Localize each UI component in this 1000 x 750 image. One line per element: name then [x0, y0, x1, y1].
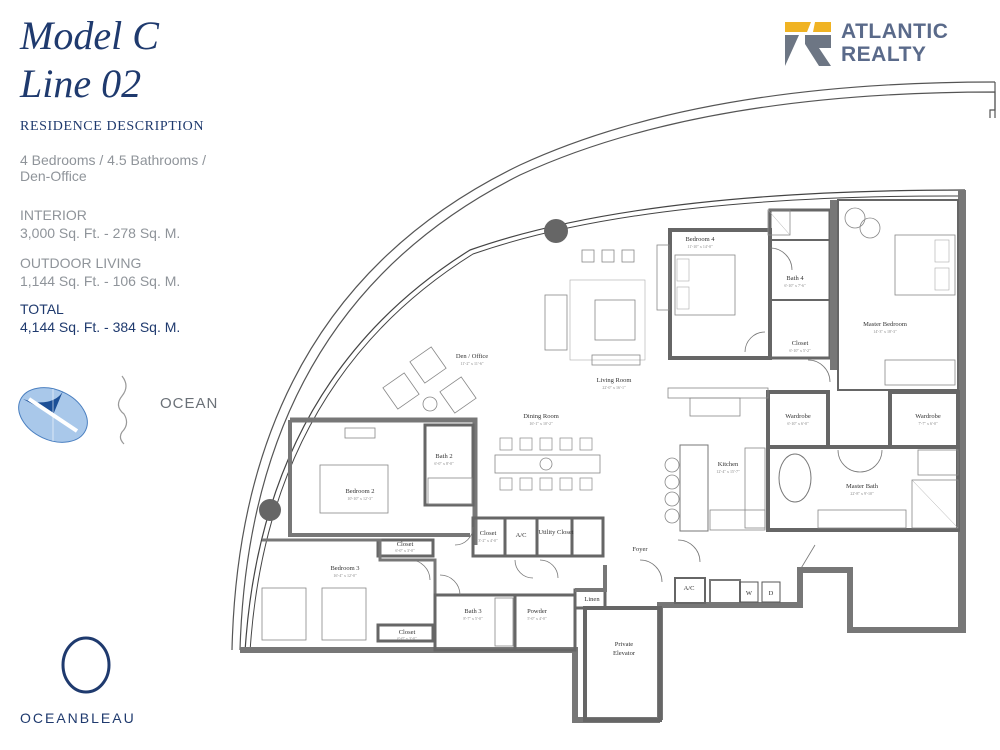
- brand-line-2: REALTY: [841, 43, 927, 66]
- interior-value: 3,000 Sq. Ft. - 278 Sq. M.: [20, 225, 181, 241]
- ocean-label: OCEAN: [160, 395, 219, 412]
- dims-living-room: 22'-0" x 16'-1": [602, 385, 626, 390]
- label-closet-b2: Closet: [397, 541, 414, 548]
- kitchen-island: [679, 444, 709, 532]
- wave-icon: [117, 375, 128, 445]
- label-powder: Powder: [527, 608, 548, 615]
- dims-closet-mid: 3'-2" x 4'-0": [478, 538, 498, 543]
- oceanbleau-logo-text: OCEANBLEAU: [20, 710, 136, 726]
- dims-bath2: 6'-0" x 8'-0": [434, 461, 454, 466]
- dims-bath3: 8'-7" x 5'-0": [463, 616, 483, 621]
- dims-wardrobe-1: 6'-10" x 6'-0": [787, 421, 809, 426]
- label-bedroom4: Bedroom 4: [685, 236, 715, 243]
- dims-bedroom2: 10'-10" x 12'-3": [347, 496, 373, 501]
- label-kitchen: Kitchen: [718, 461, 739, 468]
- label-master-bedroom: Master Bedroom: [863, 321, 907, 328]
- dims-master-bath: 22'-8" x 9'-10": [850, 491, 874, 496]
- model-title: Model C: [20, 13, 159, 58]
- master-bed-icon: [894, 234, 956, 296]
- label-foyer: Foyer: [632, 546, 648, 553]
- dims-closet-b2: 6'-0" x 3'-0": [395, 548, 415, 553]
- label-bath2: Bath 2: [435, 453, 452, 460]
- label-bedroom3: Bedroom 3: [330, 565, 359, 572]
- label-private: Private: [615, 641, 634, 648]
- label-closet-b3: Closet: [399, 629, 416, 636]
- dims-bath4: 6'-10" x 7'-6": [784, 283, 806, 288]
- dims-wardrobe-2: 7'-7" x 6'-0": [918, 421, 938, 426]
- bed-4-icon: [674, 254, 736, 316]
- label-ac-1: A/C: [516, 532, 527, 539]
- dims-dining-room: 16'-1" x 10'-2": [529, 421, 553, 426]
- bed-3b-icon: [321, 587, 367, 641]
- dims-bedroom4: 11'-10" x 14'-0": [687, 244, 713, 249]
- label-washer: W: [746, 590, 753, 597]
- column-1: [544, 219, 568, 243]
- outdoor-value: 1,144 Sq. Ft. - 106 Sq. M.: [20, 273, 181, 289]
- balcony-outline: [239, 91, 996, 651]
- bathtub-icon: [778, 453, 812, 503]
- dims-den-office: 11'-2" x 11'-6": [460, 361, 483, 366]
- dims-master-bedroom: 14'-3" x 18'-3": [873, 329, 897, 334]
- label-bath4: Bath 4: [786, 275, 804, 282]
- layout-line-1: 4 Bedrooms / 4.5 Bathrooms /: [20, 152, 206, 168]
- bed-3a-icon: [261, 587, 307, 641]
- label-bedroom2: Bedroom 2: [345, 488, 374, 495]
- bed-2-icon: [319, 464, 389, 514]
- dims-closet-b4: 6'-10" x 5'-2": [789, 348, 811, 353]
- label-den-office: Den / Office: [456, 353, 488, 360]
- line-title: Line 02: [20, 61, 142, 106]
- label-linen: Linen: [584, 596, 600, 603]
- dims-powder: 5'-0" x 4'-0": [527, 616, 547, 621]
- label-elevator: Elevator: [613, 650, 636, 657]
- dims-kitchen: 12'-4" x 15'-7": [716, 469, 740, 474]
- orientation-compass-icon: [18, 387, 88, 443]
- exterior-wall-right: [958, 190, 966, 630]
- label-ac-2: A/C: [684, 585, 695, 592]
- layout-line-2: Den-Office: [20, 168, 87, 184]
- label-living-room: Living Room: [597, 377, 632, 384]
- dims-bedroom3: 16'-4" x 12'-0": [333, 573, 357, 578]
- label-dining-room: Dining Room: [523, 413, 559, 420]
- label-wardrobe-2: Wardrobe: [915, 413, 941, 420]
- label-bath3: Bath 3: [464, 608, 481, 615]
- label-utility-closet: Utility Closet: [538, 529, 573, 536]
- oceanbleau-o-logo: [61, 636, 111, 694]
- glass-curve: [244, 189, 966, 653]
- label-wardrobe-1: Wardrobe: [785, 413, 811, 420]
- label-master-bath: Master Bath: [846, 483, 879, 490]
- label-closet-mid: Closet: [480, 530, 497, 537]
- outdoor-label: OUTDOOR LIVING: [20, 255, 142, 271]
- brand-name: ATLANTIC REALTY: [841, 20, 948, 66]
- total-label: TOTAL: [20, 301, 64, 317]
- label-dryer: D: [769, 590, 774, 597]
- section-heading: RESIDENCE DESCRIPTION: [20, 119, 205, 134]
- atlantic-realty-logo: [785, 22, 831, 66]
- dims-closet-b3: 6'-0" x 3'-0": [397, 636, 417, 641]
- label-closet-b4: Closet: [792, 340, 809, 347]
- column-2: [259, 499, 281, 521]
- interior-label: INTERIOR: [20, 207, 87, 223]
- brand-line-1: ATLANTIC: [841, 20, 949, 43]
- total-value: 4,144 Sq. Ft. - 384 Sq. M.: [20, 319, 181, 335]
- dining-table: [494, 454, 601, 474]
